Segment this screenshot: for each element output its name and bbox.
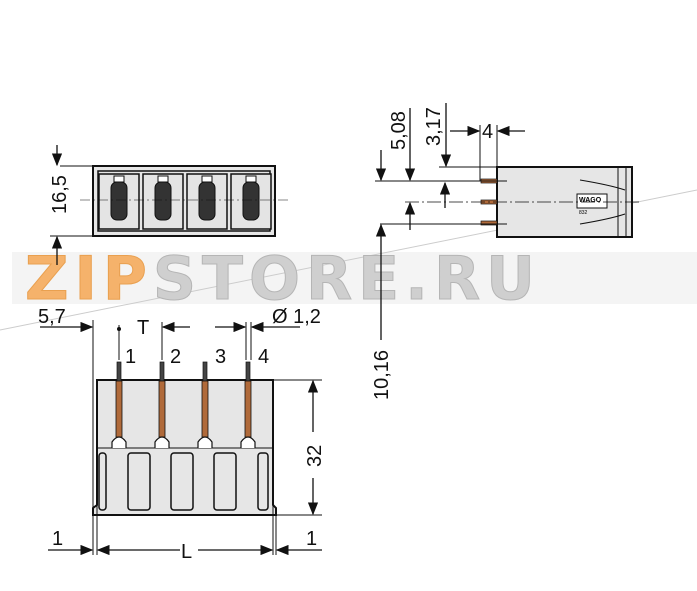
housing-slot (257, 452, 269, 511)
watermark-store: STORE.RU (153, 244, 541, 314)
terminal-release (245, 175, 257, 183)
dim-right-1: 1 (306, 528, 317, 550)
terminal-release (157, 175, 169, 183)
terminal-release (113, 175, 125, 183)
pin (158, 380, 166, 438)
pin-tip (202, 361, 208, 383)
housing-slot (98, 452, 107, 511)
dim-5-7: 5,7 (38, 306, 66, 328)
housing-slot (127, 452, 151, 511)
terminal-opening (198, 181, 216, 221)
pin-tip (159, 361, 165, 383)
pin (201, 380, 209, 438)
pin-label-2: 2 (170, 346, 181, 368)
pin-tip (245, 361, 251, 383)
dim-pitch-t: T (137, 317, 149, 339)
pin-clamp (197, 436, 213, 448)
dim-16-5: 16,5 (49, 175, 71, 214)
pin-clamp (111, 436, 127, 448)
watermark-zip: ZIP (25, 244, 153, 314)
pin-label-1: 1 (125, 346, 136, 368)
pin-clamp (240, 436, 256, 448)
terminal-opening (110, 181, 128, 221)
dim-5-08: 5,08 (388, 111, 410, 150)
pin-label-3: 3 (215, 346, 226, 368)
dim-32: 32 (304, 445, 326, 467)
watermark-text: ZIPSTORE.RU (25, 244, 541, 314)
side-view: WAGO 832 5,08 3,17 4 10,16 (371, 103, 640, 400)
wago-sub: 832 (579, 210, 588, 216)
dim-length-l: L (181, 541, 192, 563)
dim-left-1: 1 (52, 528, 63, 550)
terminal-opening (154, 181, 172, 221)
pin (244, 380, 252, 438)
dim-10-16: 10,16 (371, 350, 393, 400)
terminal-opening (242, 181, 260, 221)
pin (115, 380, 123, 438)
dim-pin-diameter: Ø 1,2 (272, 306, 321, 328)
housing-slot (213, 452, 237, 511)
wago-logo: WAGO (579, 197, 602, 204)
housing-slot (170, 452, 194, 511)
pin-tip (116, 361, 122, 383)
pin-clamp (154, 436, 170, 448)
side-pin (480, 220, 498, 226)
front-view: 5,7 T Ø 1,2 1 2 3 4 32 L 1 1 (38, 306, 326, 563)
watermark: ZIPSTORE.RU (0, 189, 697, 331)
dim-4: 4 (482, 121, 493, 143)
dim-3-17: 3,17 (423, 107, 445, 146)
top-view: 16,5 (49, 145, 290, 265)
terminal-release (201, 175, 213, 183)
pin-label-4: 4 (258, 346, 269, 368)
